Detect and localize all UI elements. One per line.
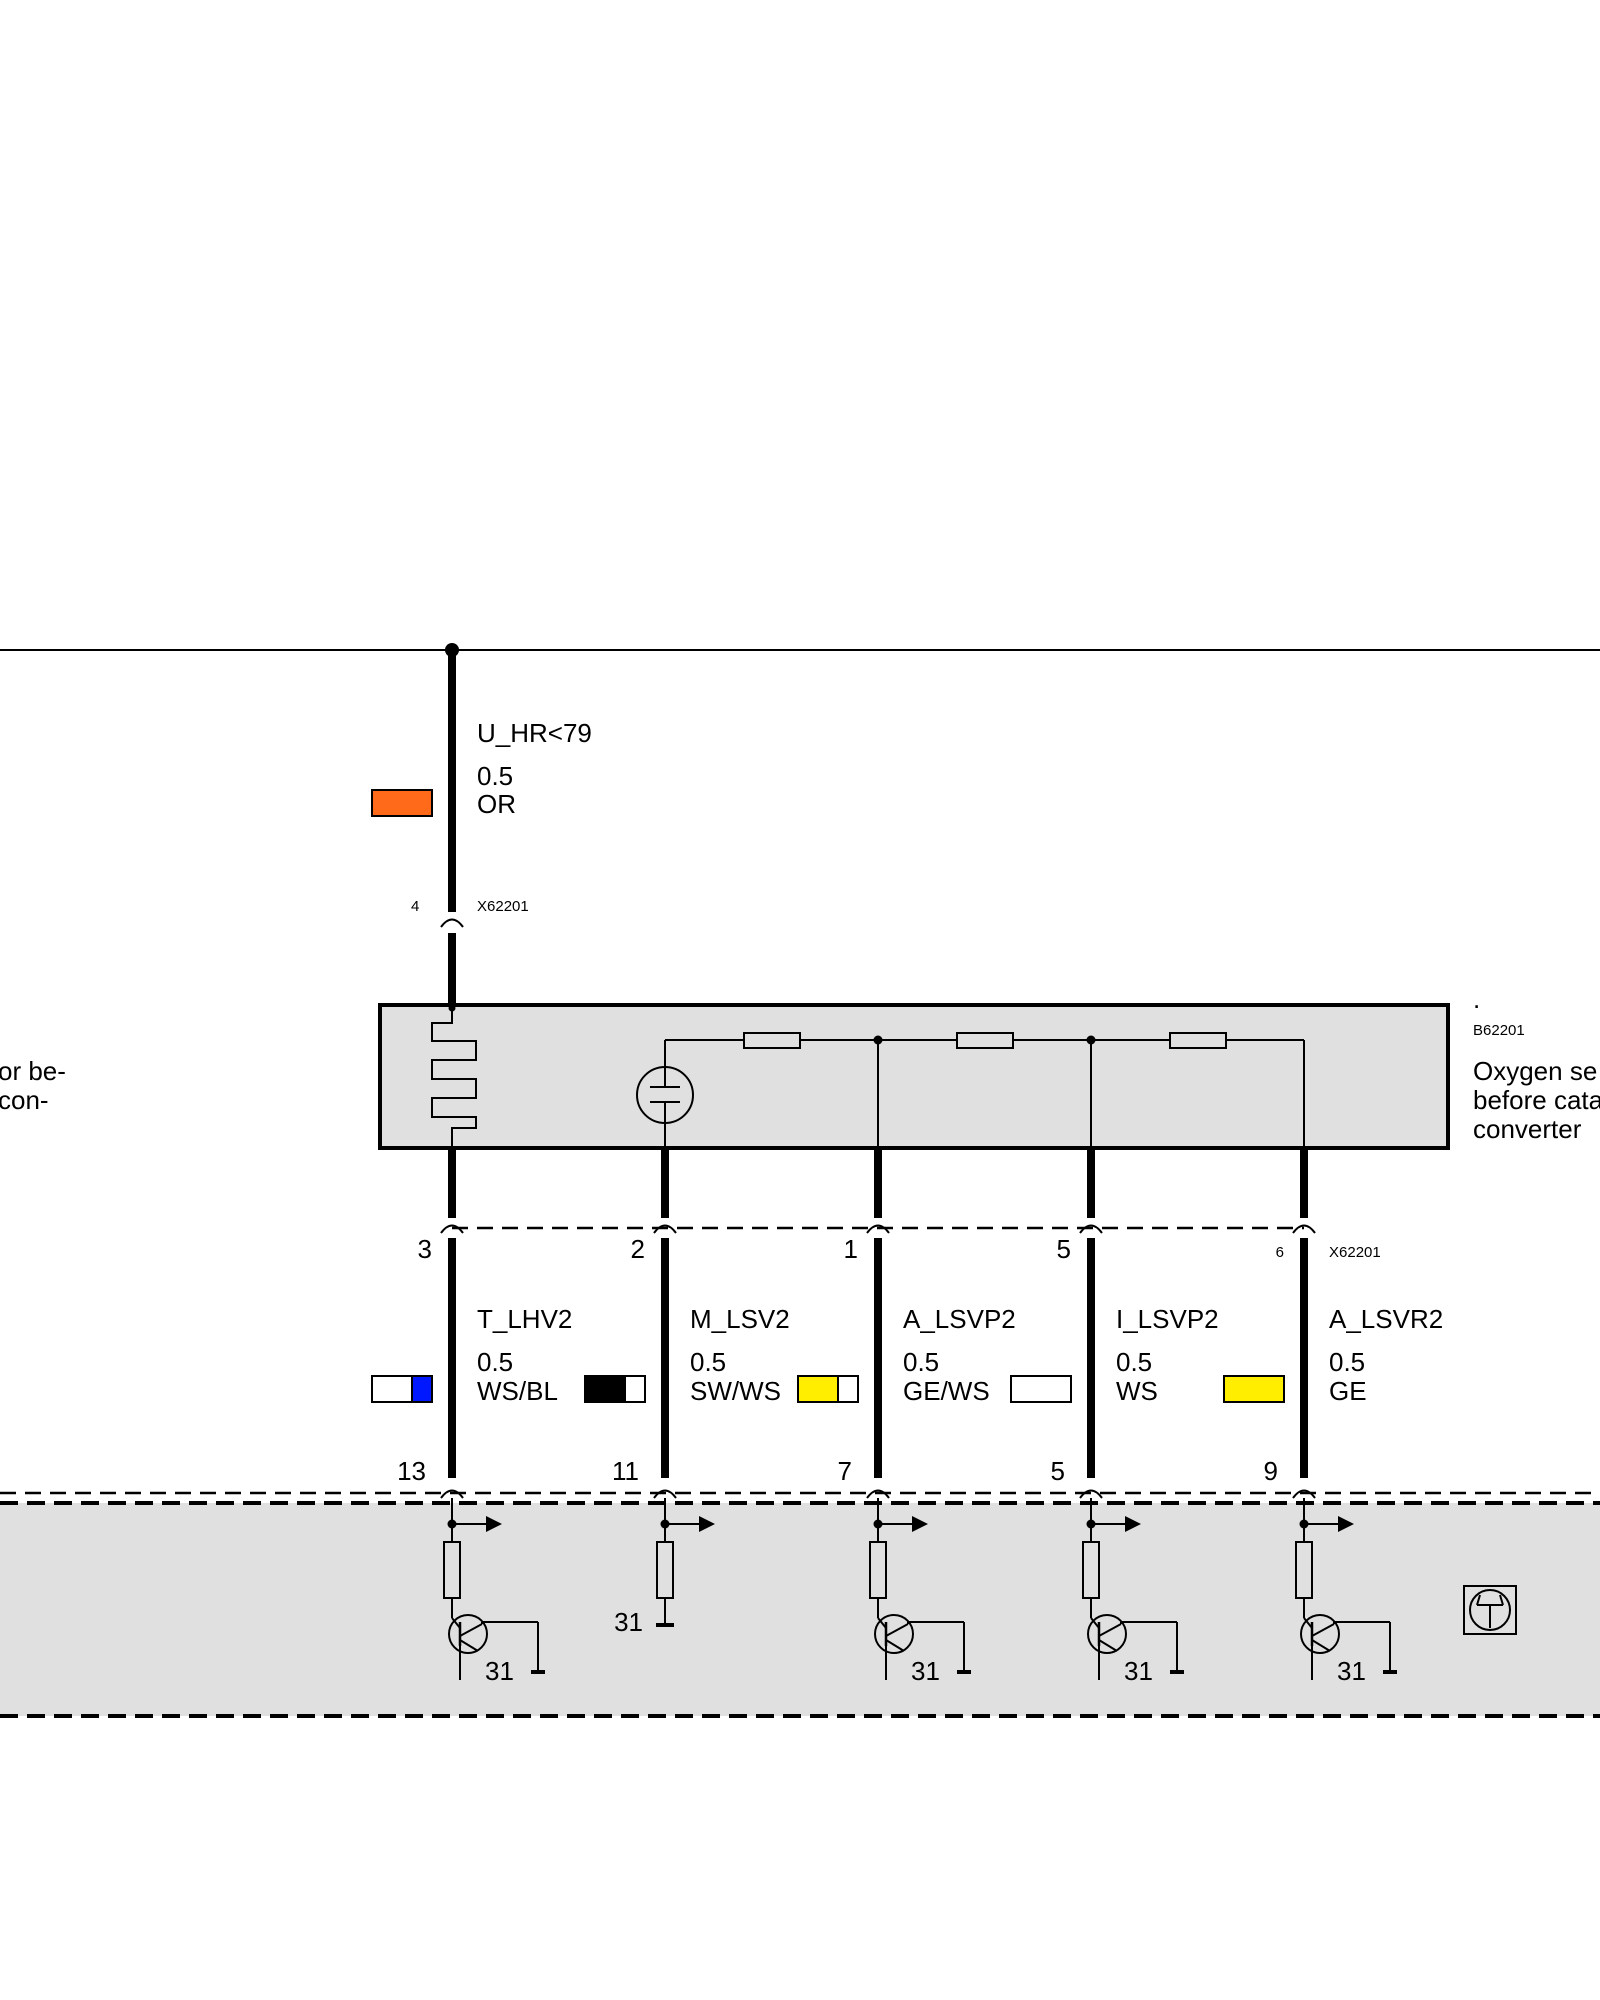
wire-signal-label: T_LHV2 bbox=[477, 1304, 572, 1334]
sensor-name-line-3: converter bbox=[1473, 1114, 1582, 1144]
sensor-marker: . bbox=[1473, 984, 1480, 1014]
wire-t_lhv2[interactable]: 3T_LHV2 0.5WS/BL 13 31 bbox=[371, 1148, 572, 1686]
wire-color-swatch bbox=[1223, 1375, 1285, 1403]
wire-gauge-label: 0.5 bbox=[1116, 1347, 1152, 1377]
ground-label: 31 bbox=[1124, 1656, 1153, 1686]
wire-color-code-label: WS bbox=[1116, 1376, 1158, 1406]
supply-connector-label: X62201 bbox=[477, 898, 529, 915]
signal-arrow-icon bbox=[1125, 1516, 1141, 1532]
sensor-resistor-1 bbox=[743, 1032, 801, 1049]
wire-color-swatch bbox=[797, 1375, 859, 1403]
sensor-pin-label: 6 bbox=[1276, 1244, 1284, 1261]
signal-arrow-icon bbox=[699, 1516, 715, 1532]
oxygen-sensor-component[interactable] bbox=[378, 1003, 1450, 1150]
transistor-icon bbox=[448, 1614, 539, 1680]
supply-wire[interactable] bbox=[440, 650, 464, 1008]
ecu-pin-label: 13 bbox=[397, 1456, 426, 1486]
wire-a_lsvr2[interactable]: 6A_LSVR2 0.5GE 9 31 bbox=[1223, 1148, 1443, 1686]
supply-gauge-label: 0.5 bbox=[477, 761, 513, 791]
ecu-input-circuit: 31 bbox=[614, 1498, 715, 1637]
ecu-input-circuit: 31 bbox=[1295, 1498, 1397, 1686]
ecu-module-icon bbox=[1463, 1585, 1517, 1635]
ground-label: 31 bbox=[911, 1656, 940, 1686]
transistor-icon bbox=[874, 1614, 965, 1680]
ecu-input-circuit: 31 bbox=[1082, 1498, 1184, 1686]
signal-arrow-icon bbox=[912, 1516, 928, 1532]
sensor-name-line-1: Oxygen se bbox=[1473, 1056, 1597, 1086]
sensor-id-label: B62201 bbox=[1473, 1022, 1525, 1039]
ground-label: 31 bbox=[485, 1656, 514, 1686]
wire-gauge-label: 0.5 bbox=[903, 1347, 939, 1377]
left-fragment-line-1: or be- bbox=[0, 1056, 66, 1086]
signal-wires: 3T_LHV20.5WS/BL13312M_LSV20.5SW/WS11311A… bbox=[371, 1148, 1443, 1686]
wire-signal-label: A_LSVP2 bbox=[903, 1304, 1016, 1334]
wire-m_lsv2[interactable]: 2M_LSV2 0.5SW/WS 11 31 bbox=[584, 1148, 790, 1637]
heater-junction-dot bbox=[448, 1004, 456, 1012]
sensor-pin-label: 3 bbox=[418, 1234, 432, 1264]
signal-arrow-icon bbox=[1338, 1516, 1354, 1532]
lower-connector-label: X62201 bbox=[1329, 1244, 1381, 1261]
ecu-input-circuit: 31 bbox=[443, 1498, 545, 1686]
ecu-pin-label: 11 bbox=[612, 1456, 639, 1486]
wire-gauge-label: 0.5 bbox=[690, 1347, 726, 1377]
wire-gauge-label: 0.5 bbox=[477, 1347, 513, 1377]
wire-color-swatch bbox=[1010, 1375, 1072, 1403]
wire-signal-label: M_LSV2 bbox=[690, 1304, 790, 1334]
supply-color-swatch bbox=[371, 789, 433, 817]
sensor-pin-label: 2 bbox=[631, 1234, 645, 1264]
sensor-resistor-3 bbox=[1169, 1032, 1227, 1049]
sensor-pin-label: 5 bbox=[1057, 1234, 1071, 1264]
left-fragment-line-2: con- bbox=[0, 1085, 49, 1115]
supply-pin-label: 4 bbox=[411, 898, 419, 915]
supply-signal-label: U_HR<79 bbox=[477, 718, 592, 748]
sensor-box bbox=[378, 1003, 1450, 1150]
sensor-resistor-2 bbox=[956, 1032, 1014, 1049]
wire-color-swatch bbox=[371, 1375, 433, 1403]
wire-signal-label: I_LSVP2 bbox=[1116, 1304, 1219, 1334]
wire-gauge-label: 0.5 bbox=[1329, 1347, 1365, 1377]
wire-a_lsvp2[interactable]: 1A_LSVP2 0.5GE/WS 7 31 bbox=[797, 1148, 1016, 1686]
ecu-pin-label: 9 bbox=[1264, 1456, 1278, 1486]
transistor-icon bbox=[1300, 1614, 1391, 1680]
ecu-box bbox=[0, 1503, 1600, 1716]
wire-color-swatch bbox=[584, 1375, 646, 1403]
supply-swatch-rect bbox=[371, 789, 433, 817]
ground-label: 31 bbox=[614, 1607, 643, 1637]
sensor-pin-label: 1 bbox=[844, 1234, 858, 1264]
supply-color-code-label: OR bbox=[477, 789, 516, 819]
heater-element-icon bbox=[431, 1008, 477, 1148]
wire-color-code-label: GE bbox=[1329, 1376, 1367, 1406]
ecu-pin-label: 7 bbox=[838, 1456, 852, 1486]
transistor-icon bbox=[1087, 1614, 1178, 1680]
wire-color-code-label: SW/WS bbox=[690, 1376, 781, 1406]
ecu-input-circuit: 31 bbox=[869, 1498, 971, 1686]
sensor-name-line-2: before cata bbox=[1473, 1085, 1600, 1115]
ecu-pin-label: 5 bbox=[1051, 1456, 1065, 1486]
wire-color-code-label: GE/WS bbox=[903, 1376, 990, 1406]
wire-signal-label: A_LSVR2 bbox=[1329, 1304, 1443, 1334]
signal-arrow-icon bbox=[486, 1516, 502, 1532]
ground-label: 31 bbox=[1337, 1656, 1366, 1686]
wire-color-code-label: WS/BL bbox=[477, 1376, 558, 1406]
